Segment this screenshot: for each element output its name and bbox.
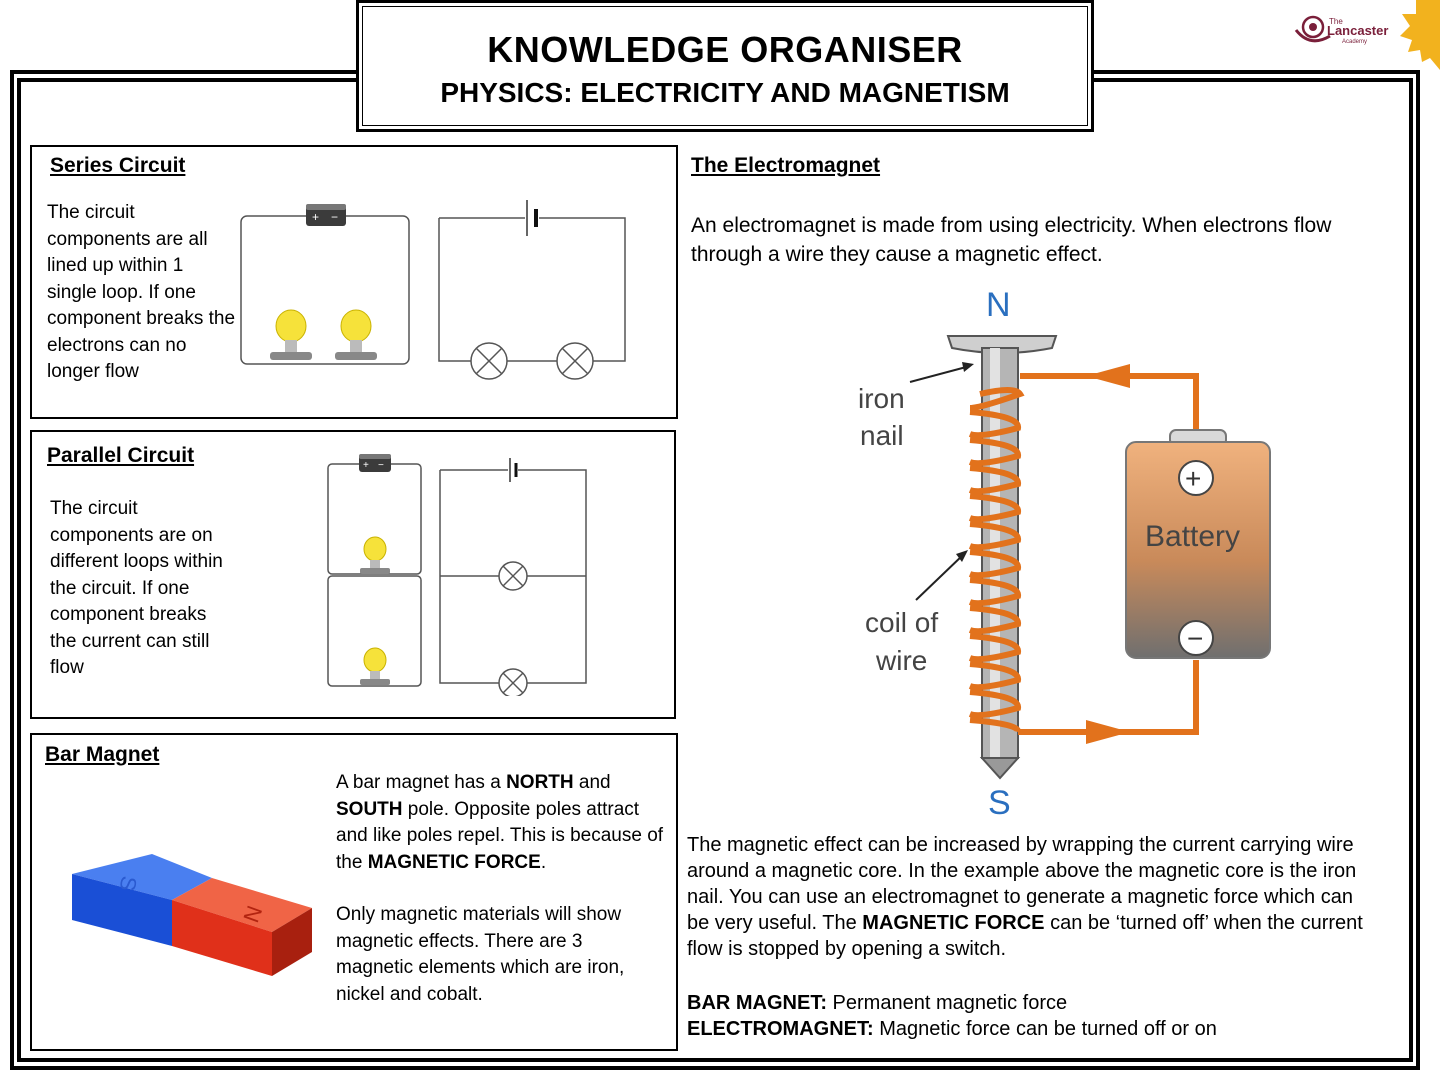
bar-magnet-picture: S N [72, 854, 312, 976]
lamp-symbol [498, 668, 528, 696]
coil-label-1: coil of [865, 607, 938, 638]
electromagnet-heading: The Electromagnet [691, 154, 881, 177]
electromagnet-intro: An electromagnet is made from using elec… [691, 214, 1332, 266]
battery-icon: + − Battery [1125, 429, 1271, 659]
svg-text:+: + [1185, 463, 1201, 494]
svg-text:+: + [312, 210, 319, 224]
iron-nail-label-1: iron [858, 383, 905, 414]
parallel-circuit-heading: Parallel Circuit [47, 444, 195, 467]
svg-text:+: + [363, 460, 369, 471]
series-circuit-text: The circuit components are all lined up … [47, 202, 236, 382]
battery-label: Battery [1145, 520, 1240, 553]
current-arrow-top [1086, 364, 1130, 388]
south-label: S [988, 784, 1011, 822]
academy-logo: The Lancaster Academy [1294, 0, 1440, 70]
lamp-symbol [556, 342, 594, 380]
current-arrow-bottom [1086, 720, 1130, 744]
bulb-icon [360, 647, 390, 685]
page-subtitle: PHYSICS: ELECTRICITY AND MAGNETISM [440, 77, 1010, 108]
series-circuit-heading: Series Circuit [50, 154, 186, 177]
electromagnet-explanation: The magnetic effect can be increased by … [687, 834, 1363, 960]
parallel-circuit-text: The circuit components are on different … [50, 498, 223, 678]
bar-magnet-paragraph-2: Only magnetic materials will show magnet… [336, 904, 625, 1005]
bulb-icon [360, 536, 390, 574]
logo-line1: The [1329, 17, 1343, 26]
logo-line3: Academy [1342, 39, 1367, 45]
svg-text:−: − [378, 460, 384, 471]
svg-text:−: − [331, 210, 338, 224]
electromagnet-diagram: N S + − Battery [858, 286, 1271, 822]
bulb-icon [270, 309, 312, 360]
coil-label-2: wire [875, 645, 927, 676]
south-pole-label: S [115, 874, 142, 893]
bulb-icon [335, 309, 377, 360]
page-title: KNOWLEDGE ORGANISER [487, 29, 963, 70]
bar-magnet-paragraph-1: A bar magnet has a NORTH and SOUTH pole.… [336, 772, 664, 873]
bar-magnet-heading: Bar Magnet [45, 743, 160, 766]
svg-text:−: − [1187, 623, 1203, 654]
parallel-circuit-schematic [439, 458, 587, 696]
north-label: N [986, 286, 1011, 324]
title-box: KNOWLEDGE ORGANISER PHYSICS: ELECTRICITY… [356, 0, 1094, 132]
electromagnet-definition: ELECTROMAGNET: Magnetic force can be tur… [687, 1018, 1217, 1040]
lamp-symbol [498, 561, 528, 591]
coil-of-wire [968, 387, 1025, 734]
series-circuit-schematic [438, 200, 626, 380]
bar-magnet-definition: BAR MAGNET: Permanent magnetic force [687, 992, 1068, 1014]
series-circuit-picture: + − [240, 204, 410, 365]
logo-line2: Lancaster [1327, 23, 1388, 38]
lamp-symbol [470, 342, 508, 380]
iron-nail-label-2: nail [860, 420, 904, 451]
parallel-circuit-picture: + − [327, 454, 422, 687]
